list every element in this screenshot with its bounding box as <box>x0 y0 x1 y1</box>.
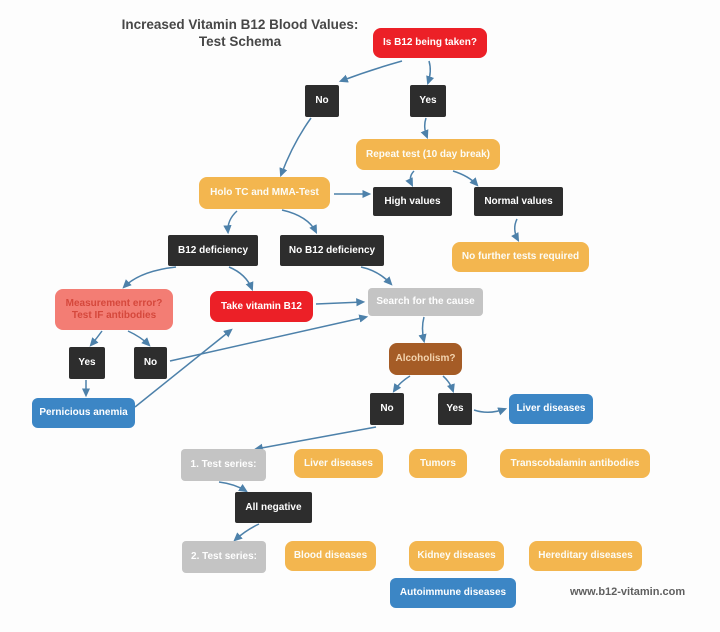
node-test-series-1: 1. Test series: <box>181 449 266 481</box>
node-yes-alcoholism: Yes <box>438 393 472 425</box>
edge-no_alc-to-test1 <box>253 426 377 452</box>
edge-holo_tc-to-no_b12_def <box>281 209 318 235</box>
node-test-series-2: 2. Test series: <box>182 541 266 573</box>
node-no-top: No <box>305 85 339 117</box>
node-autoimmune-diseases: Autoimmune diseases <box>390 578 516 608</box>
edge-no_top-to-holo_tc <box>279 117 312 178</box>
edge-normal_values-to-no_further <box>511 218 520 242</box>
page-title-line2: Test Schema <box>198 34 282 49</box>
edge-alcoholism-to-no_alc <box>392 375 411 393</box>
node-high-values: High values <box>373 187 452 216</box>
website-url: www.b12-vitamin.com <box>570 586 686 598</box>
edge-alcoholism-to-yes_alc <box>442 375 455 394</box>
node-b12-deficiency: B12 deficiency <box>168 235 258 266</box>
edge-holo_tc-to-b12_def <box>223 210 238 235</box>
edge-yes_alc-to-liver_blue <box>473 407 508 416</box>
node-take-vitamin-b12: Take vitamin B12 <box>210 291 313 322</box>
node-hereditary-diseases: Hereditary diseases <box>529 541 642 571</box>
node-alcoholism: Alcoholism? <box>389 343 462 375</box>
node-normal-values: Normal values <box>474 187 563 216</box>
node-holo-tc-mma-test: Holo TC and MMA-Test <box>199 177 330 209</box>
edge-search_cause-to-alcoholism <box>418 316 427 344</box>
page-title-line1: Increased Vitamin B12 Blood Values: <box>121 17 359 32</box>
edge-all_negative-to-test2 <box>233 523 260 542</box>
node-yes-mid: Yes <box>69 347 105 379</box>
edge-repeat_test-to-normal_values <box>452 170 479 187</box>
node-repeat-test: Repeat test (10 day break) <box>356 139 500 170</box>
edge-test1-to-all_negative <box>218 481 248 493</box>
edge-is_b12_taken-to-no_top <box>338 60 403 83</box>
node-is-b12-being-taken: Is B12 being taken? <box>373 28 487 58</box>
node-no-alcoholism: No <box>370 393 404 425</box>
node-no-mid: No <box>134 347 167 379</box>
node-tumors: Tumors <box>409 449 467 478</box>
node-measurement-error-line1: Measurement error? <box>65 297 163 309</box>
edge-yes_top-to-repeat_test <box>420 117 429 140</box>
node-blood-diseases: Blood diseases <box>285 541 376 571</box>
edge-is_b12_taken-to-yes_top <box>426 60 435 86</box>
node-measurement-error-line2: Test IF antibodies <box>71 309 157 321</box>
node-search-for-cause: Search for the cause <box>368 288 483 316</box>
edge-b12_def-to-meas_error <box>122 266 177 289</box>
edge-take_b12-to-search_cause <box>315 298 366 307</box>
node-all-negative: All negative <box>235 492 312 523</box>
node-kidney-diseases: Kidney diseases <box>409 541 504 571</box>
edge-meas_error-to-no_mid <box>127 330 151 347</box>
node-liver-diseases-blue: Liver diseases <box>509 394 593 424</box>
edge-no_b12_def-to-search_cause <box>360 266 393 286</box>
node-pernicious-anemia: Pernicious anemia <box>32 398 135 428</box>
edge-repeat_test-to-high_values <box>405 170 415 188</box>
node-transcobalamin-antibodies: Transcobalamin antibodies <box>500 449 650 478</box>
page-title: Increased Vitamin B12 Blood Values: Test… <box>90 16 390 50</box>
node-measurement-error: Measurement error? Test IF antibodies <box>55 289 173 330</box>
edge-b12_def-to-take_b12 <box>228 266 254 292</box>
edge-no_mid-to-search_cause <box>169 314 369 362</box>
node-yes-top: Yes <box>410 85 446 117</box>
node-no-b12-deficiency: No B12 deficiency <box>280 235 384 266</box>
edge-meas_error-to-yes_mid <box>89 330 103 347</box>
node-no-further-tests: No further tests required <box>452 242 589 272</box>
node-liver-diseases-yellow: Liver diseases <box>294 449 383 478</box>
